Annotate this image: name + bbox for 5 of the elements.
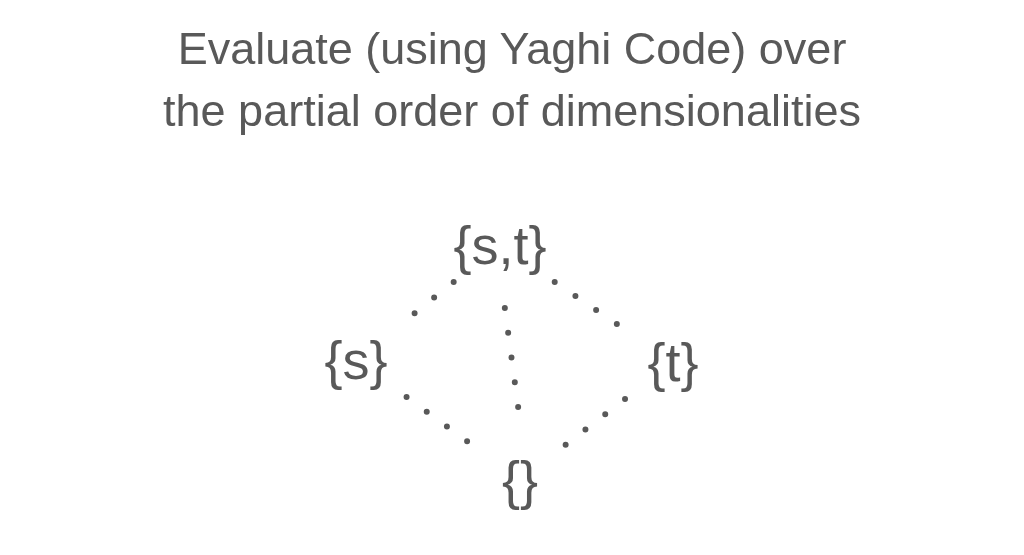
title: Evaluate (using Yaghi Code) over the partial order of dimensionalities xyxy=(162,22,862,138)
set-label: {t} xyxy=(628,329,718,395)
set-label: {s,t} xyxy=(430,212,570,278)
set-label: {s} xyxy=(308,327,404,393)
set-label: {} xyxy=(490,447,550,513)
